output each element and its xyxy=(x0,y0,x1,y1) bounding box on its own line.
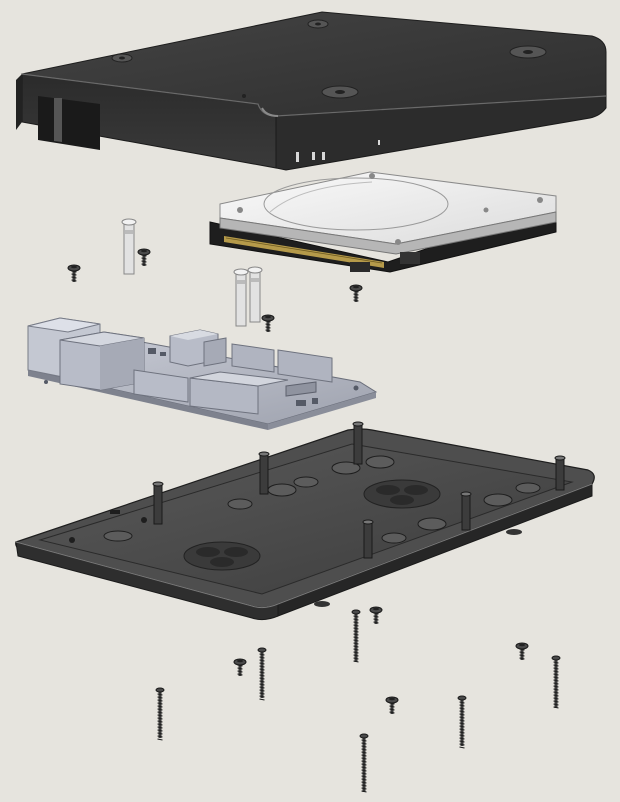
header-block-1 xyxy=(231,343,275,373)
cover-boss-1 xyxy=(111,53,133,63)
cover-boss-3 xyxy=(509,45,547,59)
hard-drive xyxy=(209,171,557,273)
pcb-details xyxy=(44,348,359,406)
standoff-3 xyxy=(247,266,263,323)
machine-screw-1 xyxy=(67,264,81,282)
tray-vent-2 xyxy=(363,479,441,509)
component-2 xyxy=(203,337,227,367)
usb-ports xyxy=(59,331,145,391)
cover-boss-4 xyxy=(321,85,359,99)
long-screw-3 xyxy=(351,609,361,663)
tray-posts xyxy=(152,421,566,559)
cover-boss-2 xyxy=(307,19,329,29)
standoff-1 xyxy=(121,218,137,275)
circuit-board xyxy=(27,317,378,430)
standoff-2 xyxy=(233,268,249,327)
long-screw-6 xyxy=(359,733,369,793)
tray-vent-1 xyxy=(183,541,261,571)
long-screw-4 xyxy=(457,695,467,749)
screws-group xyxy=(67,248,561,793)
long-screw-1 xyxy=(155,687,165,741)
machine-screw-4 xyxy=(349,284,363,302)
header-block-2 xyxy=(277,349,333,383)
machine-screw-5 xyxy=(369,606,383,624)
machine-screw-8 xyxy=(515,642,529,660)
machine-screw-3 xyxy=(261,314,275,332)
machine-screw-7 xyxy=(385,696,399,714)
small-chip xyxy=(285,381,317,397)
hdmi-port xyxy=(133,369,189,403)
long-screw-5 xyxy=(551,655,561,709)
tray-bosses xyxy=(103,455,541,544)
machine-screw-6 xyxy=(233,658,247,676)
long-screw-2 xyxy=(257,647,267,701)
tray-feet xyxy=(314,529,522,607)
cover-vents xyxy=(296,140,380,162)
machine-screw-2 xyxy=(137,248,151,266)
top-cover xyxy=(16,11,607,171)
base-tray xyxy=(15,421,595,621)
audio-block xyxy=(189,371,289,415)
